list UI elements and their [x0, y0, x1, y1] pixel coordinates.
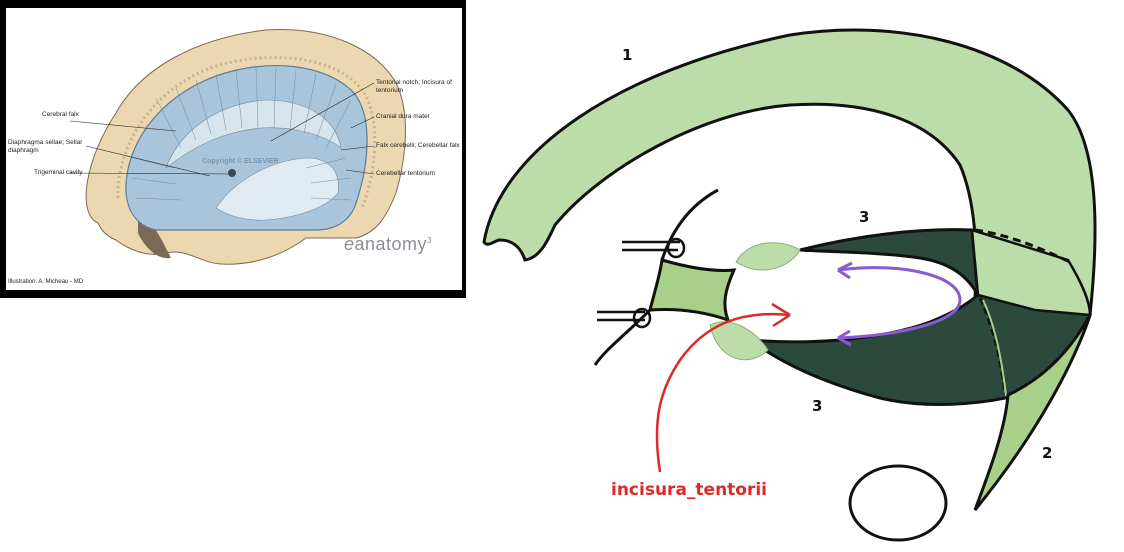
green-lobe-upper — [735, 242, 801, 271]
label-falx-cerebelli: Falx cerebelli; Cerebellar falx — [376, 142, 460, 149]
dura-fibres — [131, 67, 352, 201]
label-number-1: 1 — [622, 46, 633, 64]
falx-cerebelli-shape — [973, 314, 1092, 511]
falx-region — [165, 99, 342, 169]
purple-loop-arrow — [837, 266, 962, 340]
green-lobe-lower — [709, 321, 769, 361]
label-trigeminal-cavity: Trigeminal cavity — [34, 169, 83, 176]
skull-illustration — [69, 29, 406, 265]
label-cranial-dura-mater: Cranial dura mater — [376, 113, 430, 120]
label-number-3-top: 3 — [859, 208, 870, 226]
brand-superscript: 3 — [427, 236, 433, 245]
label-incisura-tentorii: incisura_tentorii — [611, 480, 768, 500]
inset-panel: Cerebral falx Diaphragma sellae; Sellar … — [0, 0, 466, 298]
red-pointer-arrow — [655, 312, 791, 473]
tentorium-region — [215, 157, 339, 221]
label-number-2: 2 — [1042, 444, 1053, 462]
label-number-3-bottom: 3 — [812, 397, 823, 415]
sella-diamond — [648, 258, 737, 323]
copyright-watermark: Copyright © ELSEVIER — [202, 158, 279, 165]
tentorium-lateral — [970, 228, 1092, 317]
tentorium-upper — [799, 228, 980, 296]
clinoid-process-lower — [597, 307, 652, 329]
clinoid-process-upper — [622, 237, 686, 259]
diploe-band — [116, 56, 377, 209]
callout-lines — [69, 82, 375, 177]
red-arrowhead — [771, 302, 791, 328]
label-cerebellar-tentorium: Cerebellar tentorium — [376, 170, 435, 177]
falx-cerebri-shape — [482, 28, 1097, 317]
label-tentorial-notch: Tentorial notch; Incisura of tentorium — [376, 79, 452, 94]
sella-lower-line — [593, 308, 652, 366]
green-seam — [982, 299, 1007, 397]
brand-e-icon: e — [344, 234, 355, 254]
brand-text: anatomy — [354, 234, 428, 254]
purple-arrowhead-upper — [837, 261, 853, 280]
brand-logo: eanatomy3 — [344, 234, 432, 255]
label-diaphragma-sellae: Diaphragma sellae; Sellar diaphragm — [8, 139, 83, 154]
illustration-credit: Illustration: A. Micheau - MD — [8, 279, 84, 285]
anatomy-illustration: Cerebral falx Diaphragma sellae; Sellar … — [6, 8, 462, 290]
purple-arrowhead-lower — [837, 329, 852, 347]
label-cerebral-falx: Cerebral falx — [42, 111, 79, 118]
foramen-oval — [848, 464, 948, 542]
trigeminal-marker — [228, 169, 236, 177]
